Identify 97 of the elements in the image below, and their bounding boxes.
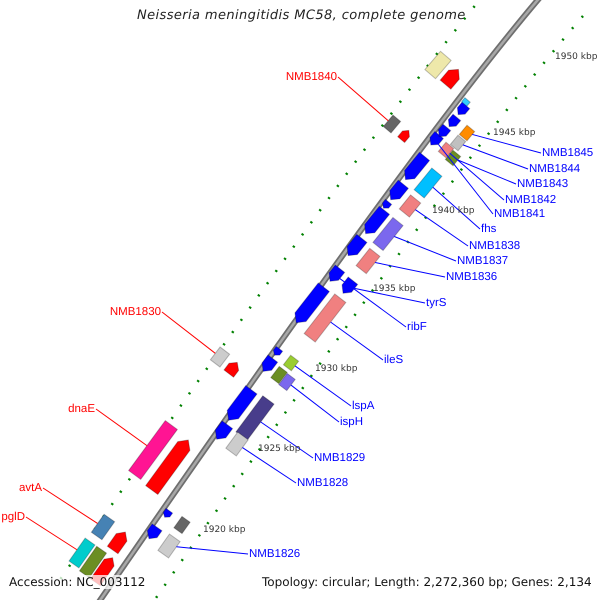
gene-block xyxy=(282,354,300,372)
leader-line xyxy=(394,236,456,262)
scale-label: 1940 kbp xyxy=(432,205,474,218)
leader-line xyxy=(96,408,148,446)
leader-line xyxy=(462,144,528,170)
scale-label: 1945 kbp xyxy=(493,127,536,140)
gene-label: NMB1828 xyxy=(297,476,348,490)
leader-line xyxy=(414,209,468,246)
pointed-gene-block xyxy=(106,531,128,554)
gene-block xyxy=(270,366,288,384)
pointed-gene-block xyxy=(389,179,410,200)
leader-line xyxy=(432,186,480,230)
pointed-gene-block xyxy=(223,362,240,378)
gene-block xyxy=(458,124,476,142)
leader-line xyxy=(242,447,296,484)
leader-line xyxy=(162,312,216,354)
gene-label: dnaE xyxy=(68,402,95,416)
leader-line xyxy=(26,516,78,550)
pointed-gene-block xyxy=(382,198,392,209)
pointed-gene-block xyxy=(226,384,258,421)
pointed-gene-block xyxy=(448,113,462,128)
gene-block xyxy=(278,372,296,392)
gene-label: NMB1829 xyxy=(314,451,366,465)
pointed-gene-block xyxy=(146,523,163,540)
leader-line xyxy=(290,384,340,422)
pointed-gene-block xyxy=(342,276,358,294)
pointed-gene-block xyxy=(429,130,444,146)
pointed-gene-block xyxy=(404,152,430,180)
gene-label: NMB1840 xyxy=(286,70,337,84)
leader-line xyxy=(449,152,504,200)
pointed-gene-block xyxy=(346,234,368,256)
gene-block xyxy=(90,514,116,540)
pointed-gene-block xyxy=(294,282,330,324)
pointed-gene-block xyxy=(261,354,278,372)
leader-line xyxy=(260,421,314,458)
pointed-gene-block xyxy=(456,101,470,116)
gene-block xyxy=(173,516,191,534)
leader-line xyxy=(338,76,389,122)
pointed-gene-block xyxy=(438,123,452,138)
gene-block xyxy=(382,114,402,134)
gene-label: ileS xyxy=(384,353,404,367)
pointed-gene-block xyxy=(272,346,284,356)
gene-block xyxy=(68,537,96,569)
gene-label: NMB1830 xyxy=(110,305,161,319)
gene-label: NMB1841 xyxy=(494,207,546,221)
gene-label: NMB1844 xyxy=(529,162,580,176)
scale-label: 1920 kbp xyxy=(203,524,246,537)
leader-line xyxy=(176,546,248,554)
gene-label: avtA xyxy=(18,481,42,495)
pointed-gene-block xyxy=(439,68,460,90)
gene-label: tyrS xyxy=(426,296,446,310)
gene-block xyxy=(128,420,178,480)
gene-block xyxy=(438,141,454,159)
gene-block xyxy=(235,395,275,441)
gene-label: NMB1837 xyxy=(457,254,508,268)
gene-label: NMB1826 xyxy=(249,547,300,561)
gene-block xyxy=(355,248,381,274)
gene-block xyxy=(398,194,422,218)
gene-label: NMB1836 xyxy=(446,270,498,284)
scale-label: 1950 kbp xyxy=(555,51,598,64)
pointed-gene-block xyxy=(144,439,190,496)
gene-block xyxy=(303,293,347,343)
scale-label: 1925 kbp xyxy=(258,443,300,456)
scale-label: 1930 kbp xyxy=(315,363,358,376)
gene-block xyxy=(424,50,452,80)
pointed-gene-block xyxy=(162,508,174,518)
gene-block xyxy=(225,431,249,457)
gene-block xyxy=(413,167,443,199)
leader-line xyxy=(42,488,98,524)
gene-block xyxy=(157,533,181,559)
pointed-gene-block xyxy=(364,206,390,234)
scale-label: 1935 kbp xyxy=(373,283,416,296)
leader-line xyxy=(354,288,426,304)
gene-label: NMB1842 xyxy=(505,193,556,207)
leader-line xyxy=(438,144,494,214)
gene-block xyxy=(450,134,466,152)
leader-line xyxy=(330,322,384,360)
leader-line xyxy=(457,160,516,184)
gene-label: NMB1843 xyxy=(517,177,568,191)
gene-label: pglD xyxy=(1,510,25,524)
pointed-gene-block xyxy=(328,264,346,282)
gene-label: fhs xyxy=(481,222,496,236)
pointed-gene-block xyxy=(397,130,410,144)
gene-label: lspA xyxy=(352,399,374,413)
gene-label: ispH xyxy=(340,415,364,429)
gene-block xyxy=(372,216,404,252)
gene-label: NMB1845 xyxy=(542,146,594,160)
gene-label: NMB1838 xyxy=(469,239,520,253)
leader-line xyxy=(339,278,406,328)
genome-summary: Topology: circular; Length: 2,272,360 bp; Genes: 2,134 xyxy=(262,575,592,589)
gene-label: ribF xyxy=(407,320,427,334)
leader-line xyxy=(472,134,542,154)
leader-line xyxy=(374,262,446,278)
gene-block xyxy=(210,346,230,368)
map-title: Neisseria meningitidis MC58, complete genome xyxy=(137,9,466,23)
leader-line xyxy=(294,365,352,406)
accession-text: Accession: NC_003112 xyxy=(9,575,146,589)
